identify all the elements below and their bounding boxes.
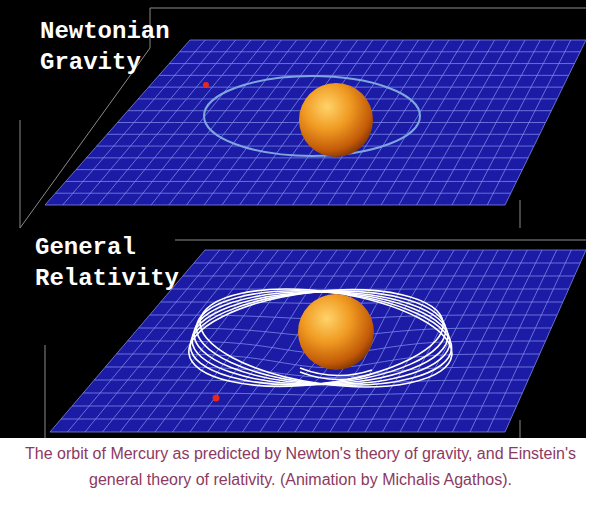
frame-lines bbox=[20, 8, 586, 228]
newton-orbit bbox=[204, 76, 420, 156]
panel-title: General Relativity bbox=[35, 232, 200, 294]
figure-caption: The orbit of Mercury as predicted by New… bbox=[8, 441, 593, 493]
mercury-dot bbox=[213, 395, 220, 402]
diagram-panel: Newtonian Gravity bbox=[0, 0, 586, 228]
sun-sphere bbox=[299, 83, 373, 157]
mercury-dot bbox=[203, 82, 209, 88]
sun-sphere bbox=[298, 294, 374, 370]
precessing-orbit-front bbox=[300, 368, 372, 380]
panel-ground bbox=[0, 0, 586, 438]
panel-title: Newtonian Gravity bbox=[40, 16, 205, 78]
precessing-orbit bbox=[183, 275, 458, 401]
diagram-panel: General Relativity bbox=[0, 228, 586, 438]
